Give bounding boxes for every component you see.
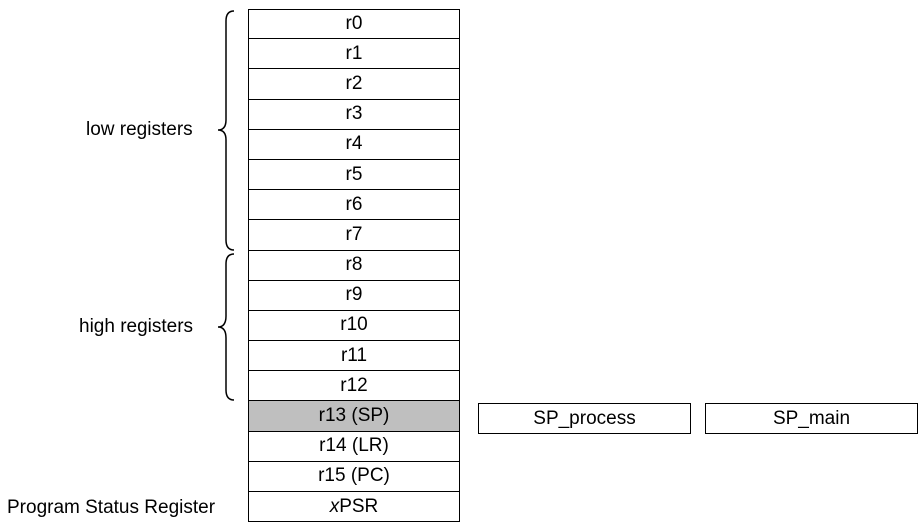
register-r2: r2 [248,69,460,100]
register-r4: r4 [248,129,460,160]
low-registers-brace [217,10,235,251]
register-r13-sp: r13 (SP) [248,401,460,432]
register-r8: r8 [248,250,460,281]
high-registers-brace [217,253,235,401]
register-r7: r7 [248,220,460,251]
register-r5: r5 [248,159,460,191]
register-r14-lr: r14 (LR) [248,431,460,462]
low-registers-label: low registers [86,119,193,140]
xpsr-suffix: PSR [339,495,379,517]
register-r11: r11 [248,341,460,372]
register-r12: r12 [248,371,460,402]
register-r10: r10 [248,310,460,342]
sp-process-box: SP_process [478,403,691,434]
xpsr-prefix: x [329,495,340,517]
high-registers-label: high registers [79,316,194,337]
register-r1: r1 [248,39,460,70]
register-r6: r6 [248,190,460,221]
program-status-register-label: Program Status Register [7,497,216,518]
sp-main-box: SP_main [705,403,918,434]
register-r3: r3 [248,99,460,130]
register-r0: r0 [248,9,460,40]
register-stack: r0 r1 r2 r3 r4 r5 r6 r7 r8 r9 r10 r11 r1… [248,9,460,522]
register-r15-pc: r15 (PC) [248,461,460,492]
register-r9: r9 [248,280,460,311]
